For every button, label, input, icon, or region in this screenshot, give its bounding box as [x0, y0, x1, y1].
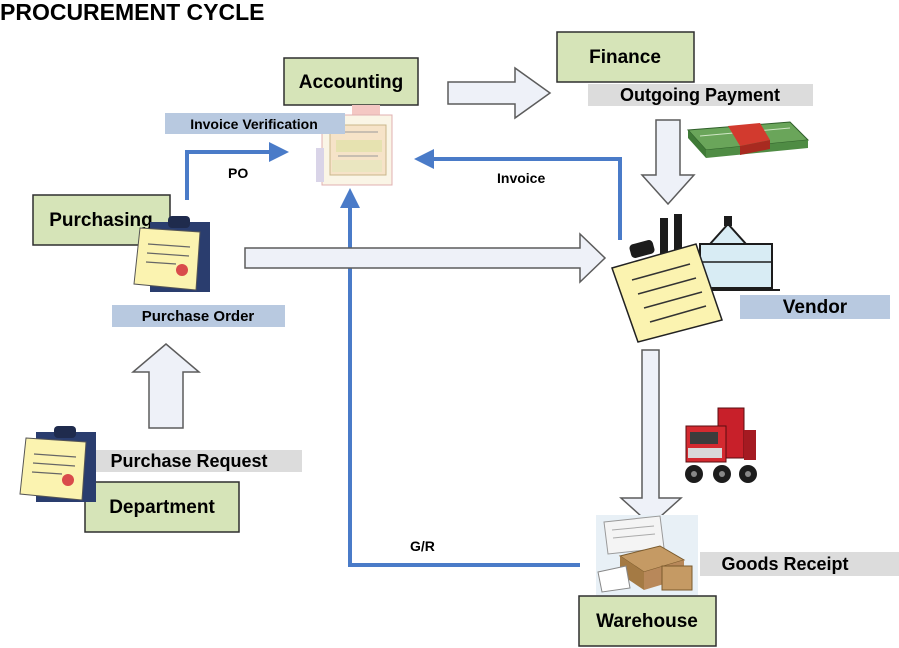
goods-receipt-label: Goods Receipt [721, 554, 848, 574]
invoice-flow-label: Invoice [497, 170, 545, 186]
node-warehouse: Warehouse [578, 595, 717, 647]
invoice-verification-label: Invoice Verification [190, 116, 318, 132]
delivery-truck-icon [685, 407, 757, 483]
goods-receipt-image [596, 515, 698, 595]
finance-label: Finance [589, 47, 661, 68]
purchasing-label: Purchasing [49, 210, 152, 231]
purchase-request-label: Purchase Request [110, 451, 267, 471]
purchase-order-clipboard-icon [133, 216, 210, 292]
vendor-tag: Vendor [740, 295, 890, 319]
finance-to-vendor-arrow [640, 119, 696, 206]
invoice-flow-line [414, 149, 622, 240]
po-flow-label: PO [228, 165, 248, 181]
warehouse-label: Warehouse [596, 611, 698, 632]
accounting-label: Accounting [299, 72, 404, 93]
gr-flow-line [340, 188, 580, 567]
outgoing-payment-tag: Outgoing Payment [588, 84, 813, 106]
purchase-request-clipboard-icon [19, 426, 96, 502]
department-to-purchasing-arrow [130, 343, 202, 429]
money-stack-icon [686, 121, 810, 158]
vendor-label: Vendor [783, 297, 848, 318]
vendor-clipboard-icon [611, 240, 723, 343]
purchase-order-tag: Purchase Order [112, 305, 285, 327]
accounting-to-finance-arrow [447, 66, 552, 120]
outgoing-payment-label: Outgoing Payment [620, 85, 780, 105]
purchasing-to-vendor-arrow [244, 232, 607, 284]
goods-receipt-tag: Goods Receipt [700, 552, 899, 576]
po-flow-line [185, 142, 289, 200]
department-label: Department [109, 497, 215, 518]
node-accounting: Accounting [283, 57, 419, 106]
node-finance: Finance [556, 31, 695, 83]
node-department: Department [84, 481, 240, 533]
gr-flow-label: G/R [410, 538, 435, 554]
purchase-request-tag: Purchase Request [96, 450, 302, 472]
purchase-order-label: Purchase Order [142, 308, 255, 325]
node-purchasing: Purchasing [32, 194, 171, 246]
invoice-verification-tag: Invoice Verification [165, 113, 345, 134]
vendor-to-warehouse-arrow [619, 349, 683, 527]
diagram-title: PROCUREMENT CYCLE [0, 0, 265, 25]
